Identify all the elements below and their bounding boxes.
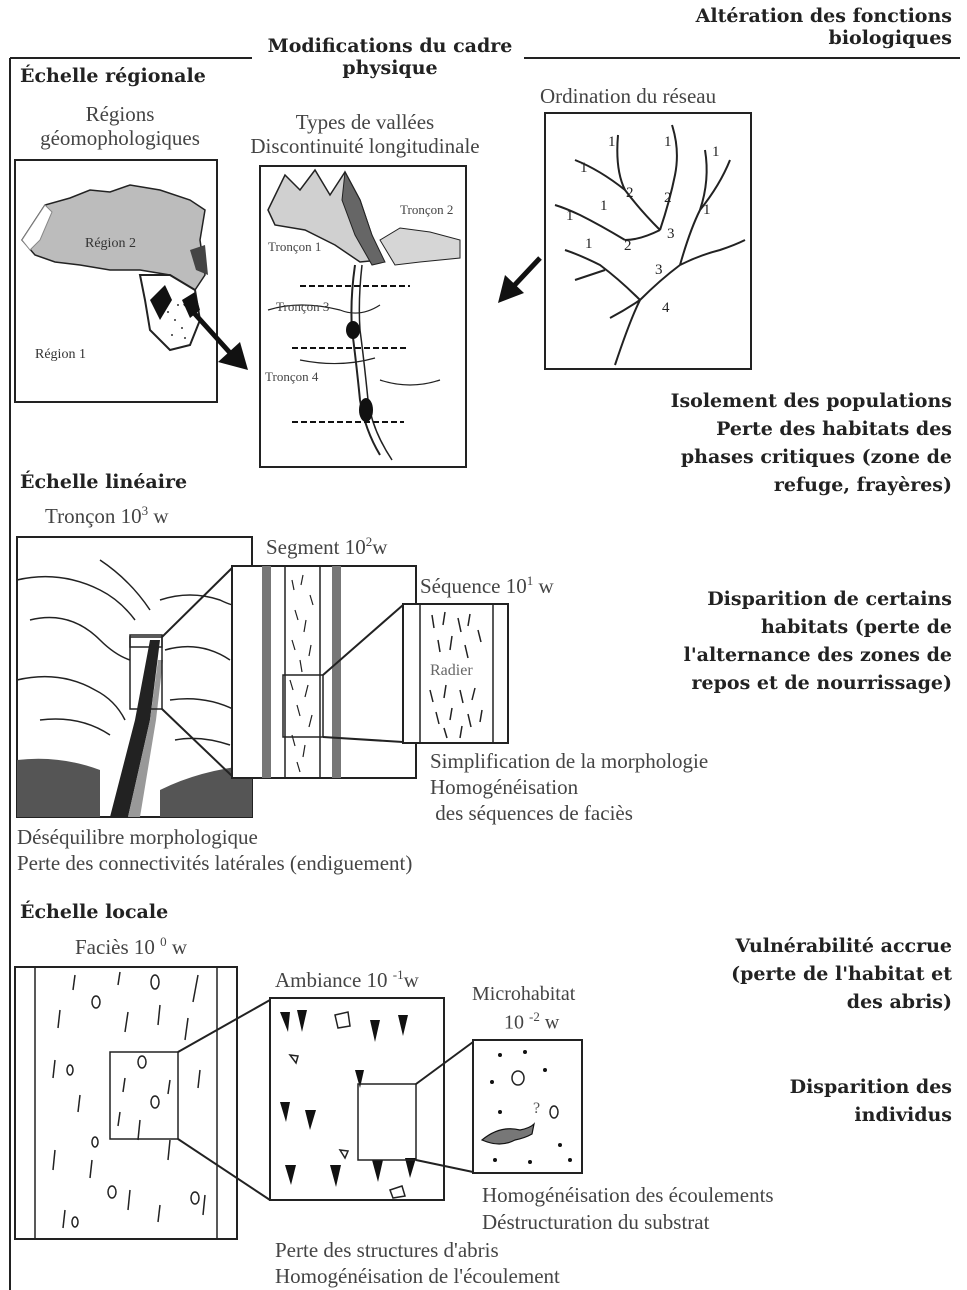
troncon2-label: Tronçon 2 [400,203,453,218]
note-line: Déséquilibre morphologique [17,824,412,850]
micro-scale-label: 10 -2 w [504,1010,559,1035]
center-title-line2: physique [255,58,525,80]
local-impacts-1: Vulnérabilité accrue (perte de l'habitat… [640,932,952,1016]
microhabitat-label: Microhabitat [472,983,575,1006]
right-title-line1: Altération des fonctions [640,6,952,28]
center-title: Modifications du cadre physique [255,36,525,80]
impact-line: repos et de nourrissage) [600,669,952,697]
regions-caption-line2: géomophologiques [15,126,225,150]
segment-unit: w [372,535,387,559]
stream-order-label: 4 [662,300,670,317]
note-line: Perte des connectivités latérales (endig… [17,850,412,876]
stream-order-label: 1 [664,134,672,151]
note-line: Homogénéisation des écoulements [482,1182,774,1209]
stream-order-label: 1 [600,198,608,215]
ambiance-scale-label: Ambiance 10 -1w [275,968,419,992]
ambiance-text: Ambiance 10 [275,968,393,992]
right-title: Altération des fonctions biologiques [640,6,952,50]
note-line: Homogénéisation de l'écoulement [275,1263,560,1289]
sequence-text: Séquence 10 [420,574,527,598]
linear-notes-bottom: Déséquilibre morphologique Perte des con… [17,824,412,876]
stream-order-label: 3 [655,262,663,279]
valleys-caption-line1: Types de vallées [240,110,490,134]
linear-impacts: Disparition de certains habitats (perte … [600,585,952,697]
stream-order-label: 1 [585,236,593,253]
troncon4-label: Tronçon 4 [265,370,318,385]
radier-label: Radier [430,662,473,680]
impact-line: Disparition des [700,1073,952,1101]
regions-map [15,160,217,402]
right-title-line2: biologiques [640,28,952,50]
note-line: Perte des structures d'abris [275,1237,560,1263]
regions-caption-line1: Régions [15,102,225,126]
segment-box [232,566,416,778]
facies-box [15,967,237,1239]
impact-line: des abris) [640,988,952,1016]
note-line: Déstructuration du substrat [482,1209,774,1236]
network-title: Ordination du réseau [540,84,716,108]
stream-order-label: 2 [624,238,632,255]
stream-order-label: 1 [566,208,574,225]
stream-order-label: 2 [626,185,634,202]
impact-line: l'alternance des zones de [600,641,952,669]
local-impacts-2: Disparition des individus [700,1073,952,1129]
local-scale-label: Échelle locale [20,902,168,924]
valleys-caption-line2: Discontinuité longitudinale [240,134,490,158]
troncon-box [17,537,252,817]
ambiance-unit: w [404,968,419,992]
impact-line: (perte de l'habitat et [640,960,952,988]
stream-order-label: 1 [608,134,616,151]
micro-unit: w [540,1012,559,1034]
linear-notes-right: Simplification de la morphologie Homogén… [430,748,708,826]
region2-label: Région 2 [85,236,136,252]
impact-line: individus [700,1101,952,1129]
impact-line: refuge, frayères) [600,471,952,499]
impact-line: Perte des habitats des [600,415,952,443]
facies-scale-label: Faciès 10 0 w [75,935,187,959]
segment-scale-label: Segment 102w [266,535,387,559]
troncon-text: Tronçon 10 [45,504,142,528]
region1-label: Région 1 [35,347,86,363]
troncon-unit: w [148,504,168,528]
question-mark: ? [533,1100,540,1118]
impact-line: Vulnérabilité accrue [640,932,952,960]
troncon1-label: Tronçon 1 [268,240,321,255]
stream-network [545,113,751,369]
impact-line: habitats (perte de [600,613,952,641]
facies-unit: w [167,935,187,959]
troncon-scale-label: Tronçon 103 w [45,504,169,528]
note-line: des séquences de faciès [430,800,708,826]
stream-order-label: 3 [667,226,675,243]
impact-line: phases critiques (zone de [600,443,952,471]
facies-text: Faciès 10 [75,935,160,959]
microhabitat-box [473,1040,582,1173]
regional-scale-label: Échelle régionale [20,66,206,88]
linear-scale-label: Échelle linéaire [20,472,187,494]
regions-caption: Régions géomophologiques [15,102,225,150]
local-notes-right: Homogénéisation des écoulements Déstruct… [482,1182,774,1236]
troncon3-label: Tronçon 3 [276,300,329,315]
impact-line: Isolement des populations [600,387,952,415]
note-line: Simplification de la morphologie [430,748,708,774]
local-notes-bottom: Perte des structures d'abris Homogénéisa… [275,1237,560,1289]
center-title-line1: Modifications du cadre [255,36,525,58]
stream-order-label: 1 [703,202,711,219]
impact-line: Disparition de certains [600,585,952,613]
sequence-scale-label: Séquence 101 w [420,574,554,598]
valleys-caption: Types de vallées Discontinuité longitudi… [240,110,490,158]
segment-text: Segment 10 [266,535,366,559]
micro-exponent: -2 [529,1009,540,1024]
micro-scale-text: 10 [504,1012,529,1034]
sequence-unit: w [533,574,553,598]
ambiance-exponent: -1 [393,967,404,982]
ambiance-box [270,998,444,1200]
stream-order-label: 2 [664,190,672,207]
stream-order-label: 1 [580,160,588,177]
regional-impacts: Isolement des populations Perte des habi… [600,387,952,499]
stream-order-label: 1 [712,144,720,161]
note-line: Homogénéisation [430,774,708,800]
